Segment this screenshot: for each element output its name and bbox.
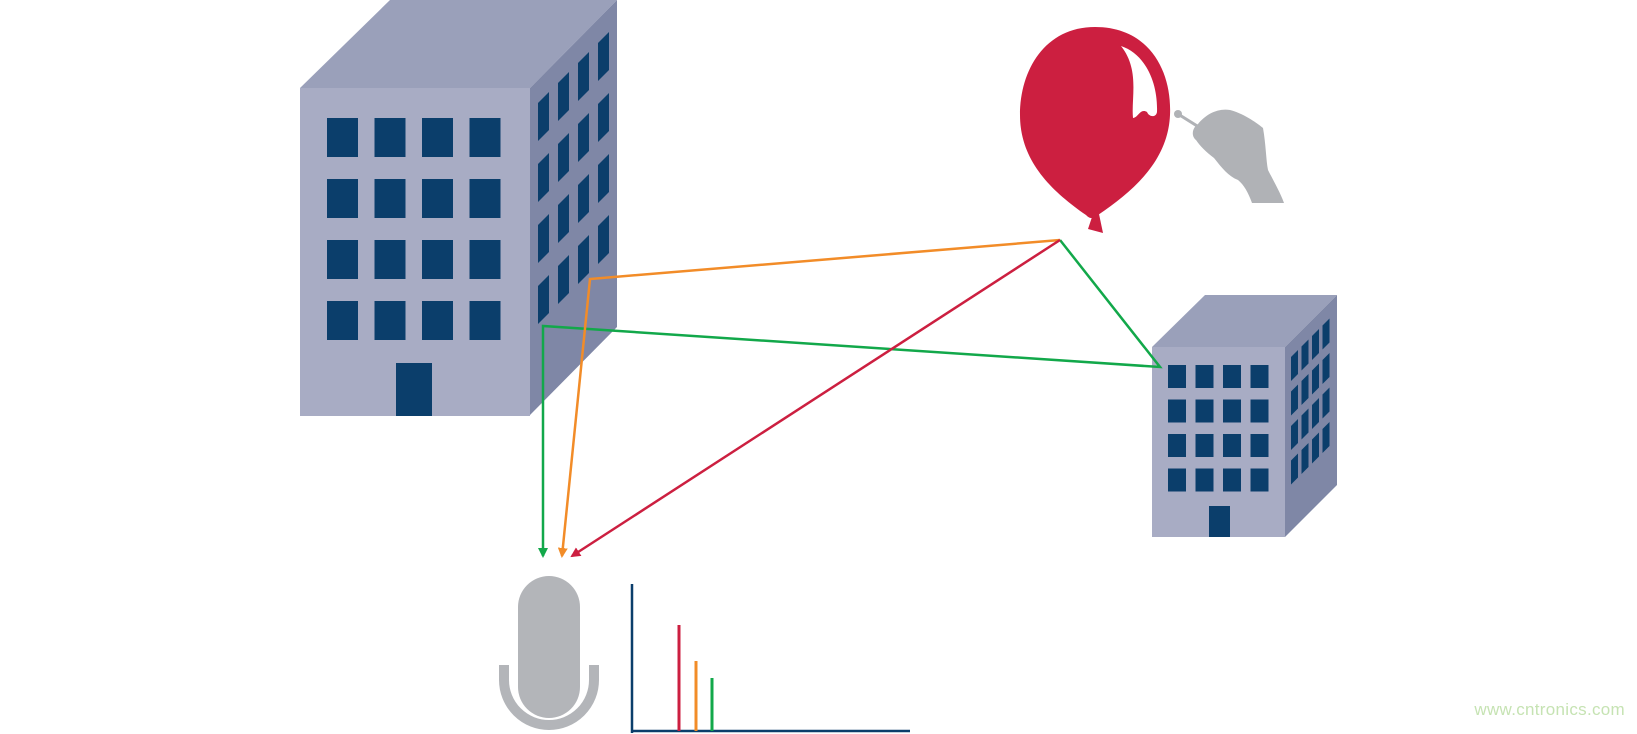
window — [469, 118, 501, 157]
side-window — [1291, 350, 1298, 381]
path-first-reflection — [557, 238, 1061, 558]
side-window — [558, 133, 569, 182]
large-building-side-windows — [538, 32, 609, 324]
side-window — [578, 113, 589, 162]
balloon-highlight — [1121, 46, 1158, 118]
side-window — [1322, 422, 1330, 453]
side-window — [1312, 432, 1319, 464]
window — [374, 118, 406, 157]
window — [469, 179, 501, 218]
side-window — [578, 52, 589, 101]
window — [1168, 468, 1186, 492]
window — [1250, 468, 1269, 492]
window — [1195, 434, 1214, 457]
balloon-body — [1020, 27, 1171, 218]
window — [469, 301, 501, 340]
window — [1168, 434, 1186, 457]
side-window — [1291, 419, 1298, 450]
window — [422, 301, 453, 340]
window — [327, 179, 358, 218]
side-window — [1322, 353, 1330, 384]
microphone-holder — [499, 665, 599, 730]
side-window — [558, 255, 569, 304]
side-window — [1312, 398, 1319, 429]
side-window — [598, 93, 609, 142]
large-building-windows — [327, 118, 501, 340]
window — [1168, 399, 1186, 423]
microphone-icon — [499, 576, 599, 730]
balloon-knot — [1088, 214, 1103, 233]
small-building-door — [1209, 506, 1230, 537]
side-window — [558, 194, 569, 243]
window — [422, 118, 453, 157]
path-second-reflection — [538, 239, 1163, 558]
sound-paths — [538, 238, 1163, 558]
side-window — [1291, 453, 1298, 485]
large-building-icon — [300, 0, 617, 416]
balloon-icon — [1020, 27, 1171, 233]
window — [422, 179, 453, 218]
small-building-windows — [1168, 365, 1269, 492]
window — [422, 240, 453, 279]
window — [1223, 399, 1241, 423]
window — [1195, 365, 1214, 388]
watermark-text: www.cntronics.com — [1474, 700, 1625, 719]
side-window — [1322, 387, 1330, 419]
side-window — [538, 153, 549, 202]
side-window — [538, 275, 549, 324]
impulse-response-plot — [630, 584, 910, 733]
small-building-side-windows — [1291, 318, 1330, 485]
side-window — [578, 174, 589, 223]
side-window — [1301, 408, 1309, 440]
side-window — [1301, 374, 1309, 405]
window — [1250, 434, 1269, 457]
window — [1223, 365, 1241, 388]
window — [1223, 434, 1241, 457]
side-window — [598, 154, 609, 203]
hand — [1192, 109, 1284, 203]
microphone-capsule — [518, 576, 580, 718]
window — [327, 301, 358, 340]
side-window — [598, 32, 609, 81]
window — [1250, 365, 1269, 388]
window — [1168, 365, 1186, 388]
window — [1223, 468, 1241, 492]
path-direct — [570, 238, 1061, 558]
side-window — [1301, 443, 1309, 474]
window — [374, 301, 406, 340]
large-building-top — [300, 0, 617, 88]
window — [327, 240, 358, 279]
window — [327, 118, 358, 157]
small-building-top — [1152, 295, 1337, 347]
side-window — [1322, 318, 1330, 350]
side-window — [1291, 384, 1298, 416]
hand-pin-icon — [1174, 109, 1284, 203]
large-building-door — [396, 363, 432, 416]
side-window — [1312, 329, 1319, 360]
large-building-side — [530, 0, 617, 415]
side-window — [598, 215, 609, 264]
window — [1195, 468, 1214, 492]
window — [469, 240, 501, 279]
window — [1195, 399, 1214, 423]
side-window — [1312, 363, 1319, 395]
side-window — [558, 72, 569, 121]
window — [374, 240, 406, 279]
side-window — [1301, 339, 1309, 371]
window — [1250, 399, 1269, 423]
side-window — [538, 214, 549, 263]
side-window — [578, 235, 589, 284]
window — [374, 179, 406, 218]
side-window — [538, 92, 549, 141]
pin-head — [1174, 110, 1182, 118]
small-building-icon — [1152, 295, 1337, 537]
